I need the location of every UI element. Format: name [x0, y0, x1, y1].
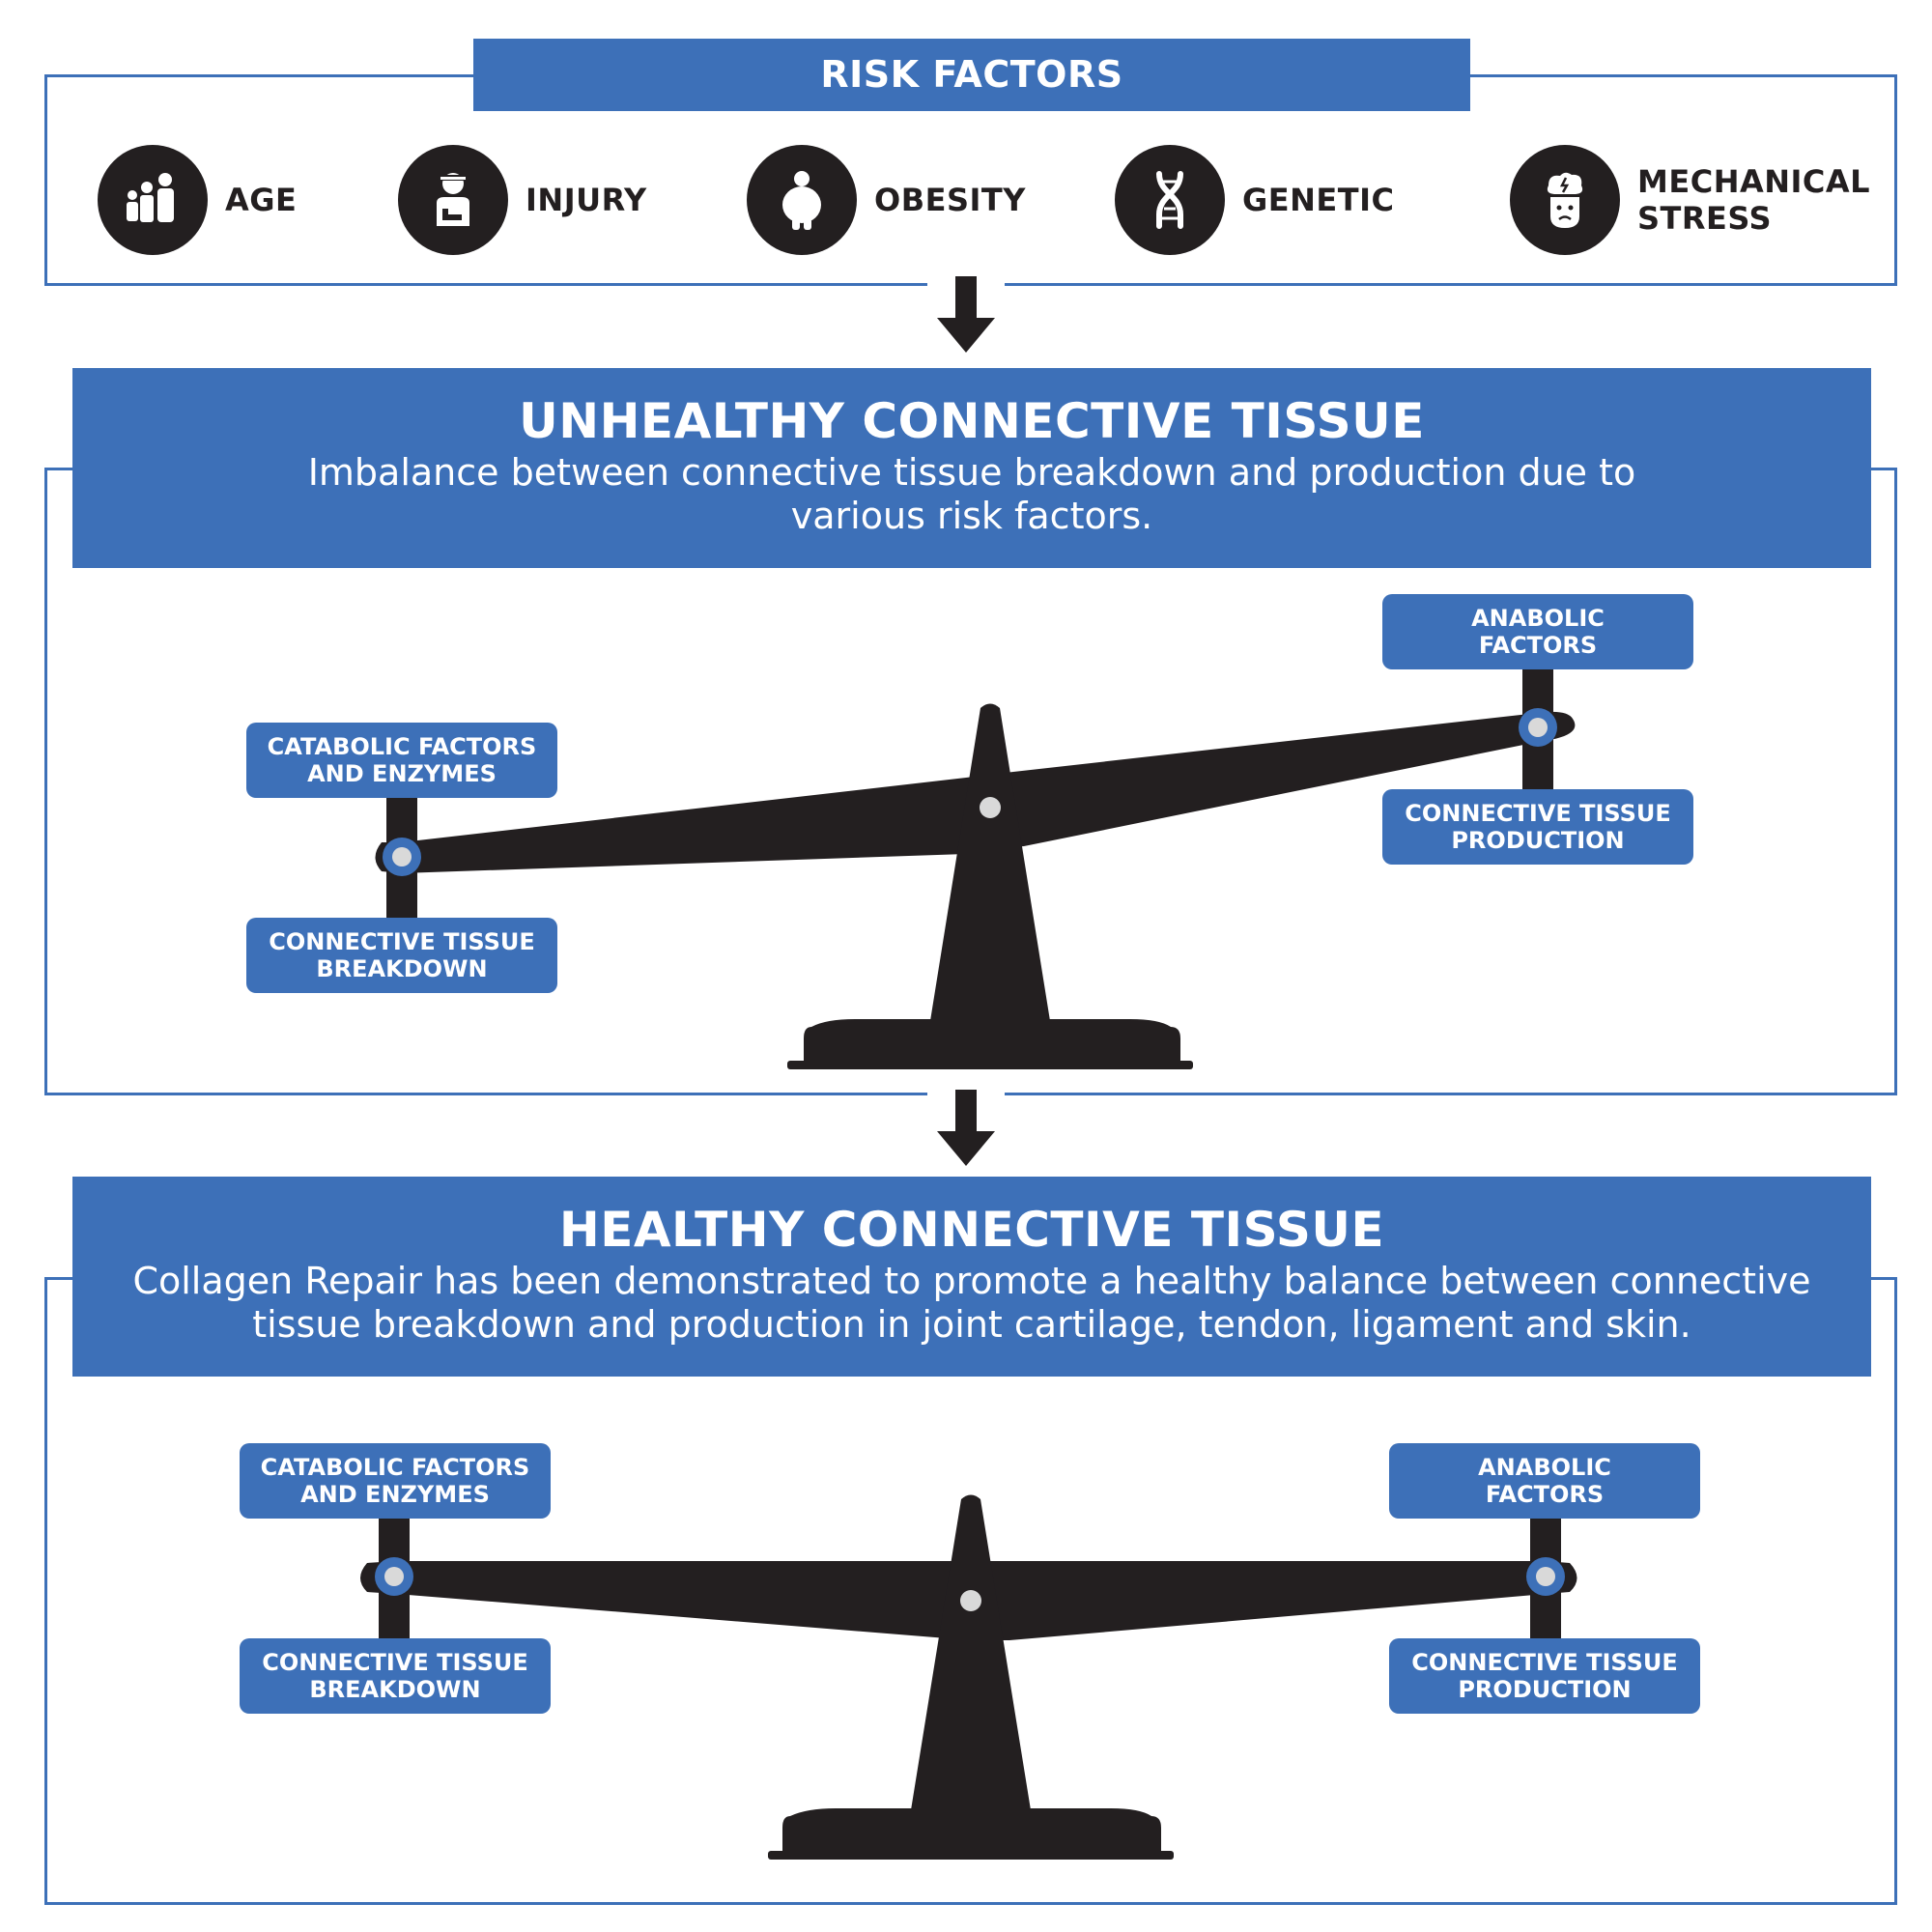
healthy-header: HEALTHY CONNECTIVE TISSUE Collagen Repai… — [72, 1177, 1871, 1377]
pivot-center — [980, 797, 1001, 818]
down-arrow-icon — [927, 273, 1005, 353]
age-group-icon — [98, 145, 208, 255]
tissue-production-text: CONNECTIVE TISSUE PRODUCTION — [1405, 800, 1671, 854]
dna-helix-icon — [1115, 145, 1225, 255]
risk-factor-label: MECHANICAL STRESS — [1637, 163, 1871, 237]
injured-person-icon — [398, 145, 508, 255]
risk-factors-title: RISK FACTORS — [820, 53, 1123, 96]
tissue-production-label: CONNECTIVE TISSUE PRODUCTION — [1389, 1638, 1700, 1714]
anabolic-factors-label: ANABOLIC FACTORS — [1389, 1443, 1700, 1519]
risk-factors-header: RISK FACTORS — [473, 39, 1470, 111]
risk-factor-label: AGE — [225, 182, 298, 218]
tissue-breakdown-text: CONNECTIVE TISSUE BREAKDOWN — [262, 1649, 528, 1703]
catabolic-factors-text: CATABOLIC FACTORS AND ENZYMES — [267, 733, 537, 787]
risk-factor-obesity: OBESITY — [747, 145, 1026, 255]
risk-factor-label: OBESITY — [874, 182, 1026, 218]
anabolic-factors-label: ANABOLIC FACTORS — [1382, 594, 1693, 669]
catabolic-factors-text: CATABOLIC FACTORS AND ENZYMES — [260, 1454, 530, 1508]
stressed-head-icon — [1510, 145, 1620, 255]
down-arrow-icon — [927, 1087, 1005, 1166]
obese-person-icon — [747, 145, 857, 255]
anabolic-factors-text: ANABOLIC FACTORS — [1478, 1454, 1611, 1508]
unhealthy-header: UNHEALTHY CONNECTIVE TISSUE Imbalance be… — [72, 368, 1871, 568]
healthy-description: Collagen Repair has been demonstrated to… — [132, 1260, 1811, 1346]
risk-factor-label: INJURY — [526, 182, 647, 218]
catabolic-factors-label: CATABOLIC FACTORS AND ENZYMES — [246, 723, 557, 798]
tissue-production-text: CONNECTIVE TISSUE PRODUCTION — [1411, 1649, 1678, 1703]
unhealthy-title: UNHEALTHY CONNECTIVE TISSUE — [519, 393, 1425, 449]
risk-factor-genetic: GENETIC — [1115, 145, 1394, 255]
unhealthy-description: Imbalance between connective tissue brea… — [307, 451, 1636, 537]
healthy-title: HEALTHY CONNECTIVE TISSUE — [558, 1202, 1385, 1258]
risk-factor-label: GENETIC — [1242, 182, 1395, 218]
anabolic-factors-text: ANABOLIC FACTORS — [1471, 605, 1605, 659]
catabolic-factors-label: CATABOLIC FACTORS AND ENZYMES — [240, 1443, 551, 1519]
pivot-center — [960, 1590, 981, 1611]
risk-factor-injury: INJURY — [398, 145, 647, 255]
tissue-breakdown-label: CONNECTIVE TISSUE BREAKDOWN — [240, 1638, 551, 1714]
risk-factor-age: AGE — [98, 145, 297, 255]
tissue-breakdown-label: CONNECTIVE TISSUE BREAKDOWN — [246, 918, 557, 993]
tissue-production-label: CONNECTIVE TISSUE PRODUCTION — [1382, 789, 1693, 865]
tissue-breakdown-text: CONNECTIVE TISSUE BREAKDOWN — [269, 928, 535, 982]
balanced-scale — [360, 1494, 1577, 1860]
unbalanced-scale — [375, 667, 1576, 1069]
risk-factor-mechanical-stress: MECHANICAL STRESS — [1510, 145, 1871, 255]
